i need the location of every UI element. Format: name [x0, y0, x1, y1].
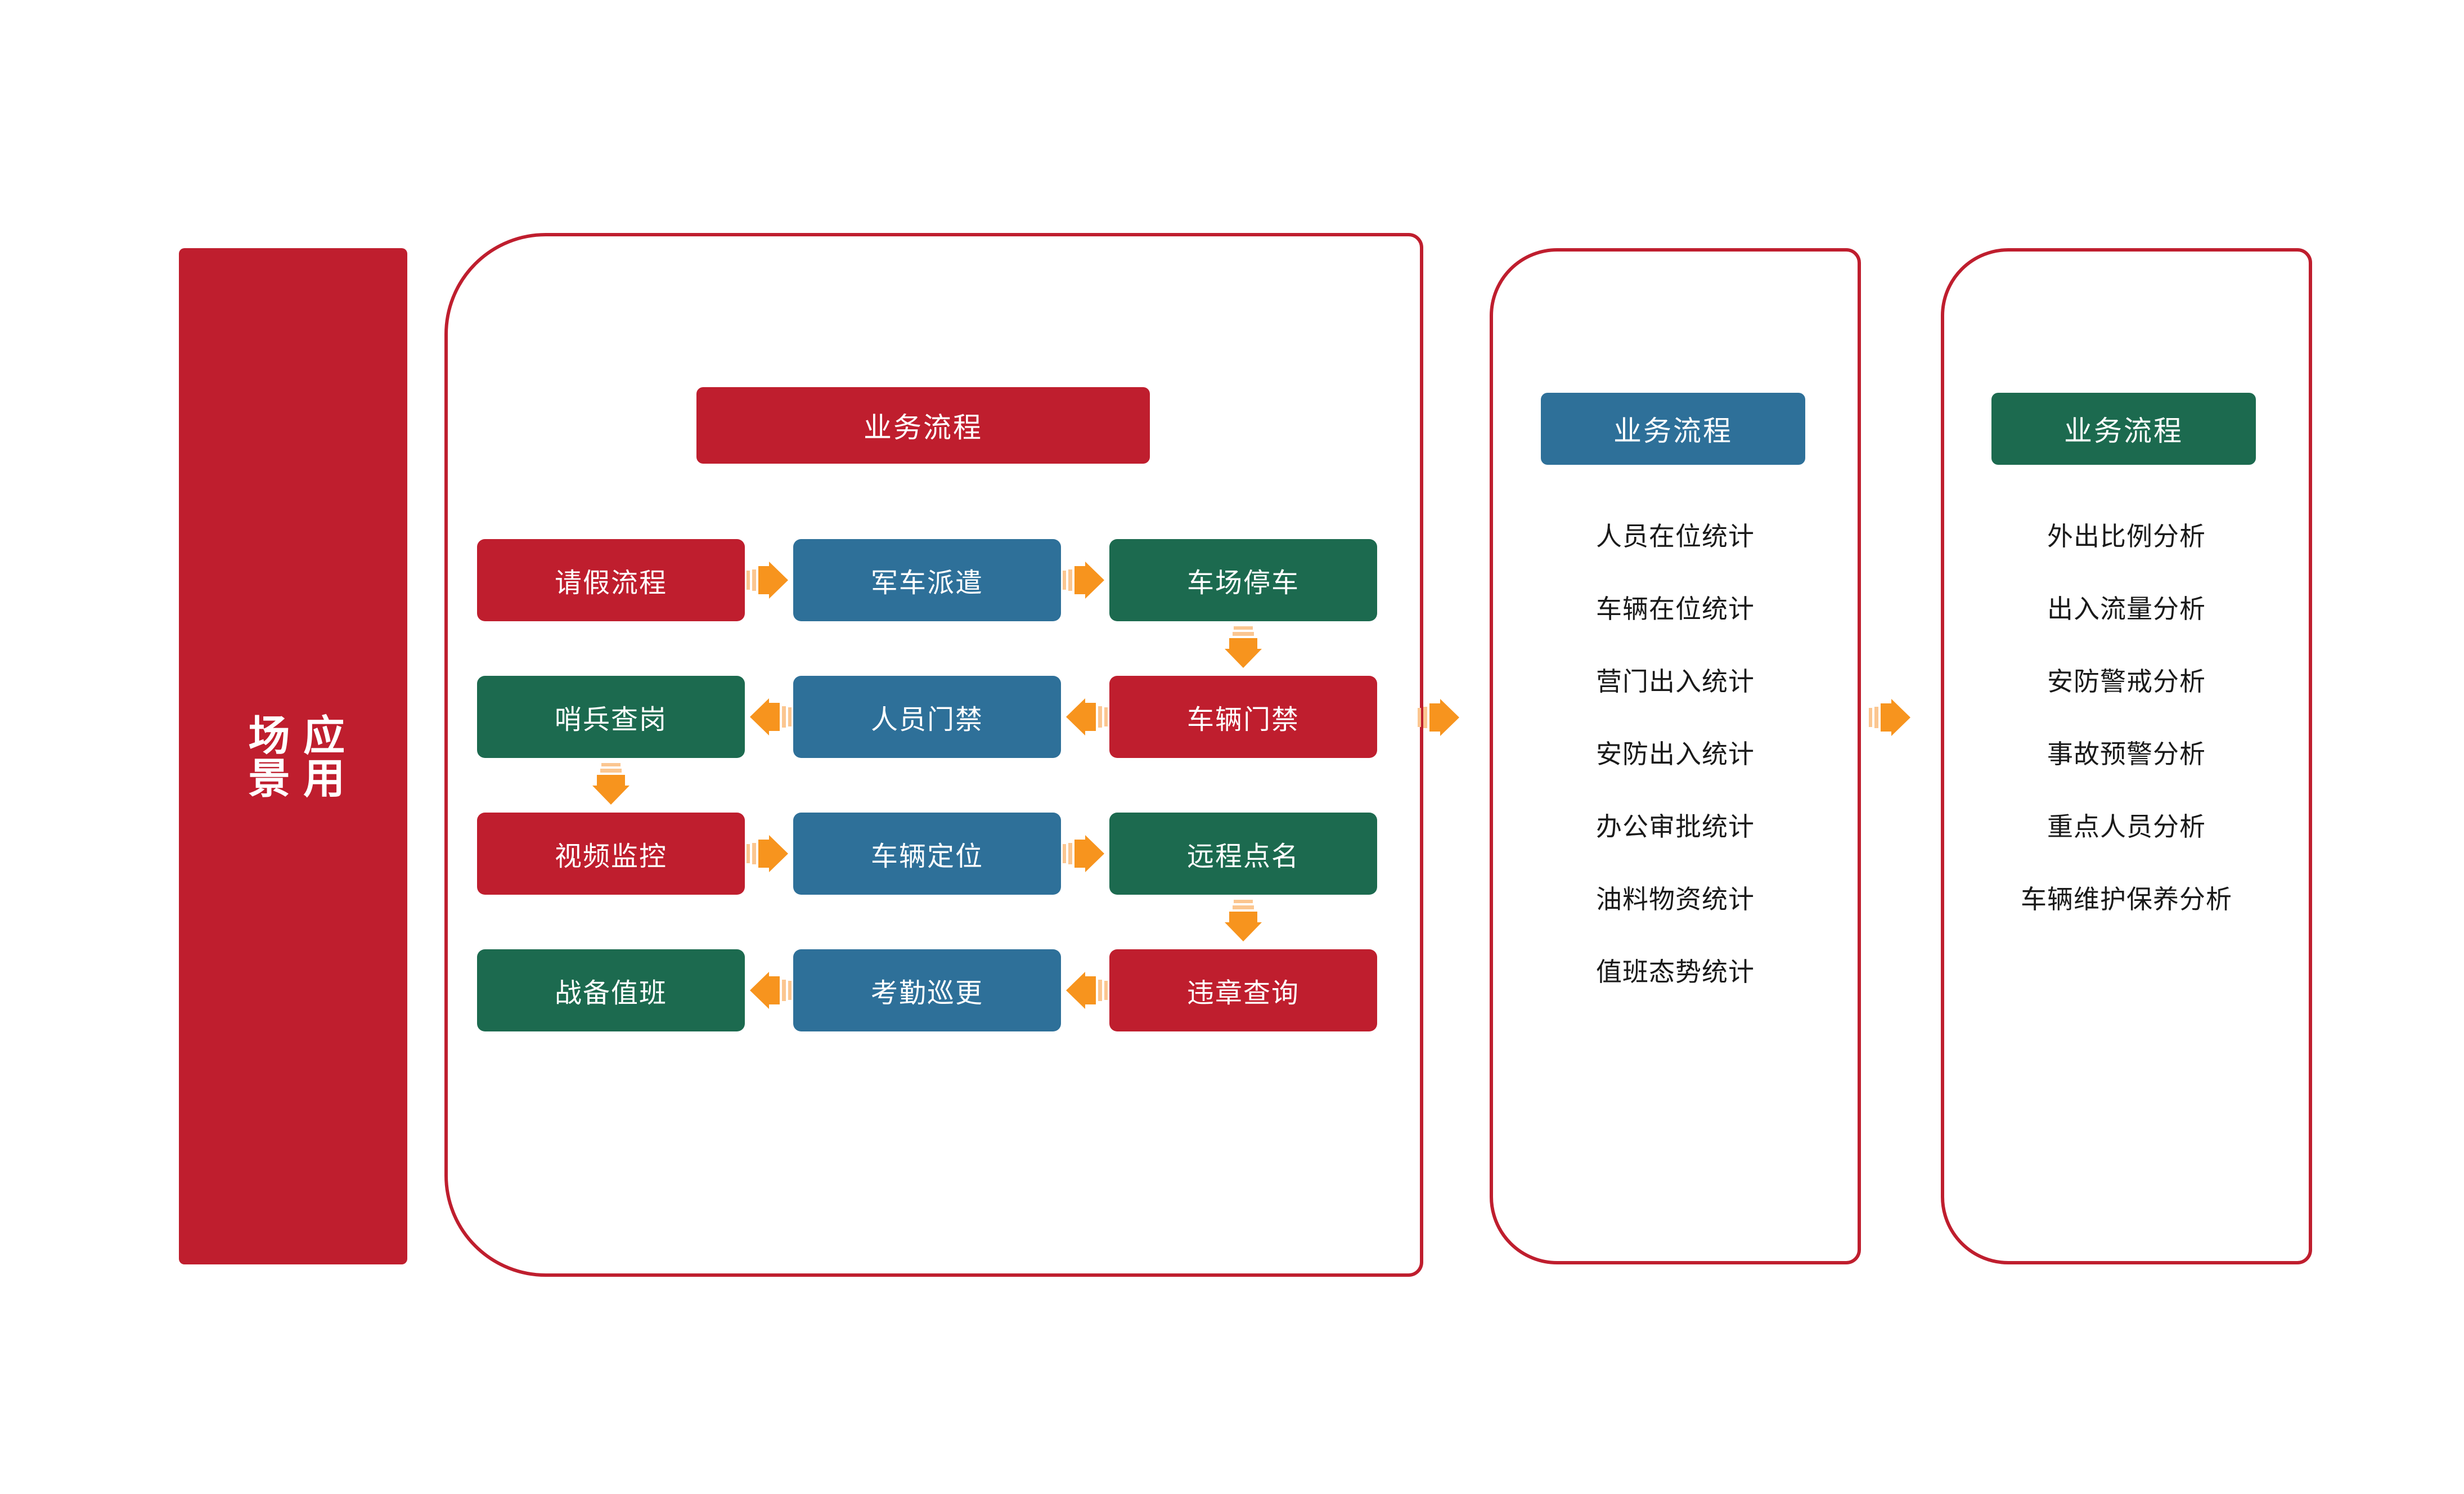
flow-box-r2-c1[interactable]: 哨兵查岗	[477, 676, 745, 758]
statistics-item-1[interactable]: 人员在位统计	[1596, 522, 1755, 551]
analysis-header: 业务流程	[1991, 393, 2256, 465]
statistics-item-6[interactable]: 油料物资统计	[1596, 885, 1755, 914]
statistics-item-2[interactable]: 车辆在位统计	[1596, 594, 1755, 623]
arrow-left-r2-g1-icon	[747, 695, 792, 739]
arrow-left-r4-g2-icon	[1063, 968, 1108, 1012]
analysis-header-label: 业务流程	[2064, 415, 2183, 447]
flow-box-label: 请假流程	[554, 568, 667, 598]
statistics-item-list: 人员在位统计车辆在位统计营门出入统计安防出入统计办公审批统计油料物资统计值班态势…	[1490, 523, 1861, 985]
flow-box-label: 车场停车	[1186, 568, 1300, 598]
analysis-item-6[interactable]: 车辆维护保养分析	[2021, 885, 2232, 914]
flow-box-r2-c3[interactable]: 车辆门禁	[1109, 676, 1377, 758]
flow-box-label: 视频监控	[554, 842, 667, 872]
statistics-item-4[interactable]: 安防出入统计	[1596, 739, 1755, 769]
arrow-down-col3-r3-r4-icon	[1221, 900, 1265, 945]
flow-box-r3-c3[interactable]: 远程点名	[1109, 813, 1377, 895]
arrow-right-r3-g2-icon	[1063, 832, 1108, 876]
flow-box-r2-c2[interactable]: 人员门禁	[793, 676, 1061, 758]
flow-box-label: 哨兵查岗	[554, 705, 667, 735]
flow-box-label: 车辆定位	[870, 842, 983, 872]
business-flow-header-label: 业务流程	[864, 412, 983, 443]
arrow-right-r3-g1-icon	[747, 832, 792, 876]
arrow-left-r2-g2-icon	[1063, 695, 1108, 739]
arrow-to-statistics-icon	[1418, 696, 1463, 739]
arrow-down-col1-r2-r3-icon	[589, 763, 633, 808]
arrow-right-r1-g1-icon	[747, 558, 792, 602]
flow-box-label: 战备值班	[554, 979, 667, 1008]
flow-box-r3-c1[interactable]: 视频监控	[477, 813, 745, 895]
flow-box-label: 考勤巡更	[870, 979, 983, 1008]
arrow-down-col3-r1-r2-icon	[1221, 626, 1265, 671]
flow-box-r4-c1[interactable]: 战备值班	[477, 949, 745, 1031]
flow-box-r4-c3[interactable]: 违章查询	[1109, 949, 1377, 1031]
application-scenario-label: 应用 场景	[242, 714, 344, 799]
statistics-header-label: 业务流程	[1613, 415, 1733, 447]
analysis-item-1[interactable]: 外出比例分析	[2047, 522, 2206, 551]
flow-box-r3-c2[interactable]: 车辆定位	[793, 813, 1061, 895]
flow-box-label: 违章查询	[1186, 979, 1300, 1008]
statistics-item-5[interactable]: 办公审批统计	[1596, 812, 1755, 841]
flow-box-r1-c1[interactable]: 请假流程	[477, 539, 745, 621]
analysis-item-5[interactable]: 重点人员分析	[2047, 812, 2206, 841]
flow-box-label: 车辆门禁	[1186, 705, 1300, 735]
flow-box-label: 远程点名	[1186, 842, 1300, 872]
analysis-item-3[interactable]: 安防警戒分析	[2047, 667, 2206, 696]
analysis-item-4[interactable]: 事故预警分析	[2047, 739, 2206, 769]
flow-box-label: 军车派遣	[870, 568, 983, 598]
analysis-item-list: 外出比例分析出入流量分析安防警戒分析事故预警分析重点人员分析车辆维护保养分析	[1941, 523, 2312, 912]
statistics-item-7[interactable]: 值班态势统计	[1596, 957, 1755, 986]
business-flow-header: 业务流程	[696, 387, 1150, 464]
flow-box-label: 人员门禁	[870, 705, 983, 735]
statistics-item-3[interactable]: 营门出入统计	[1596, 667, 1755, 696]
application-scenario-banner: 应用 场景	[179, 248, 407, 1264]
arrow-to-analysis-icon	[1869, 696, 1914, 739]
flow-box-r1-c2[interactable]: 军车派遣	[793, 539, 1061, 621]
flow-box-r1-c3[interactable]: 车场停车	[1109, 539, 1377, 621]
statistics-header: 业务流程	[1541, 393, 1805, 465]
flow-box-r4-c2[interactable]: 考勤巡更	[793, 949, 1061, 1031]
analysis-item-2[interactable]: 出入流量分析	[2047, 594, 2206, 623]
arrow-right-r1-g2-icon	[1063, 558, 1108, 602]
arrow-left-r4-g1-icon	[747, 968, 792, 1012]
